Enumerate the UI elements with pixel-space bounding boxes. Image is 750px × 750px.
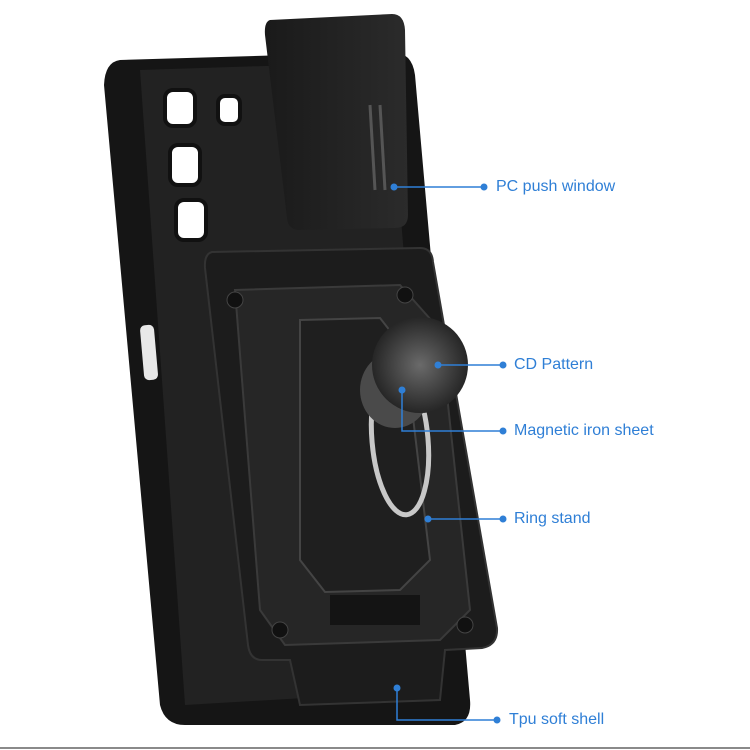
callout-magnetic-iron-sheet: Magnetic iron sheet [514, 422, 654, 439]
callout-pc-push-window: PC push window [496, 178, 616, 195]
bottom-divider [0, 747, 750, 749]
callout-cd-pattern: CD Pattern [514, 356, 594, 373]
ring-stand-assembly [360, 317, 468, 518]
pc-push-window-slider [264, 14, 408, 230]
camera-cutouts [163, 88, 242, 242]
callout-tpu-soft-shell: Tpu soft shell [509, 711, 605, 728]
callout-ring-stand: Ring stand [514, 510, 591, 527]
cd-pattern-disc [372, 317, 468, 413]
